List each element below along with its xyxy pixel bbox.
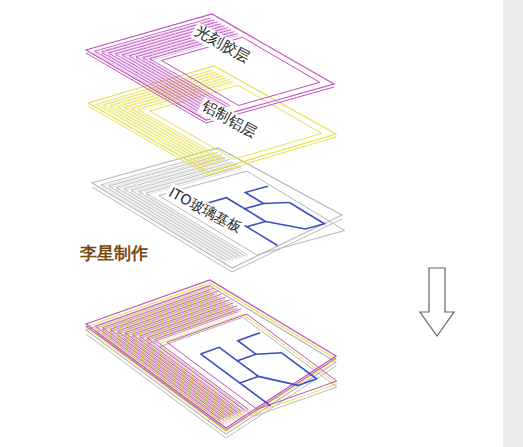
layer-outline xyxy=(86,283,336,431)
side-strip xyxy=(503,0,523,447)
trace-line xyxy=(147,306,245,411)
ito-wire xyxy=(264,203,290,204)
ito-wire xyxy=(201,354,271,406)
layer-label: ITO玻璃基板 xyxy=(164,183,245,237)
ito-wire xyxy=(245,203,325,230)
ito-wire xyxy=(237,353,316,386)
ito-wire xyxy=(247,222,266,227)
trace-line xyxy=(140,303,242,412)
trace-line xyxy=(132,302,238,415)
watermark: 李星制作 xyxy=(78,244,150,264)
trace-line xyxy=(154,311,248,412)
trace-line xyxy=(146,167,248,255)
layer-outline xyxy=(86,280,336,428)
inner-border xyxy=(150,85,322,159)
trace-line xyxy=(147,308,245,413)
inner-border xyxy=(167,314,337,409)
ito-wire xyxy=(201,333,261,361)
layer-outline xyxy=(86,286,336,434)
ito-wire xyxy=(256,353,282,354)
layer-outline xyxy=(88,66,336,172)
ito-wire xyxy=(240,376,259,383)
ito-wire xyxy=(208,186,268,209)
trace-line xyxy=(146,169,248,257)
down-arrow xyxy=(420,268,454,336)
inner-border xyxy=(159,171,345,255)
